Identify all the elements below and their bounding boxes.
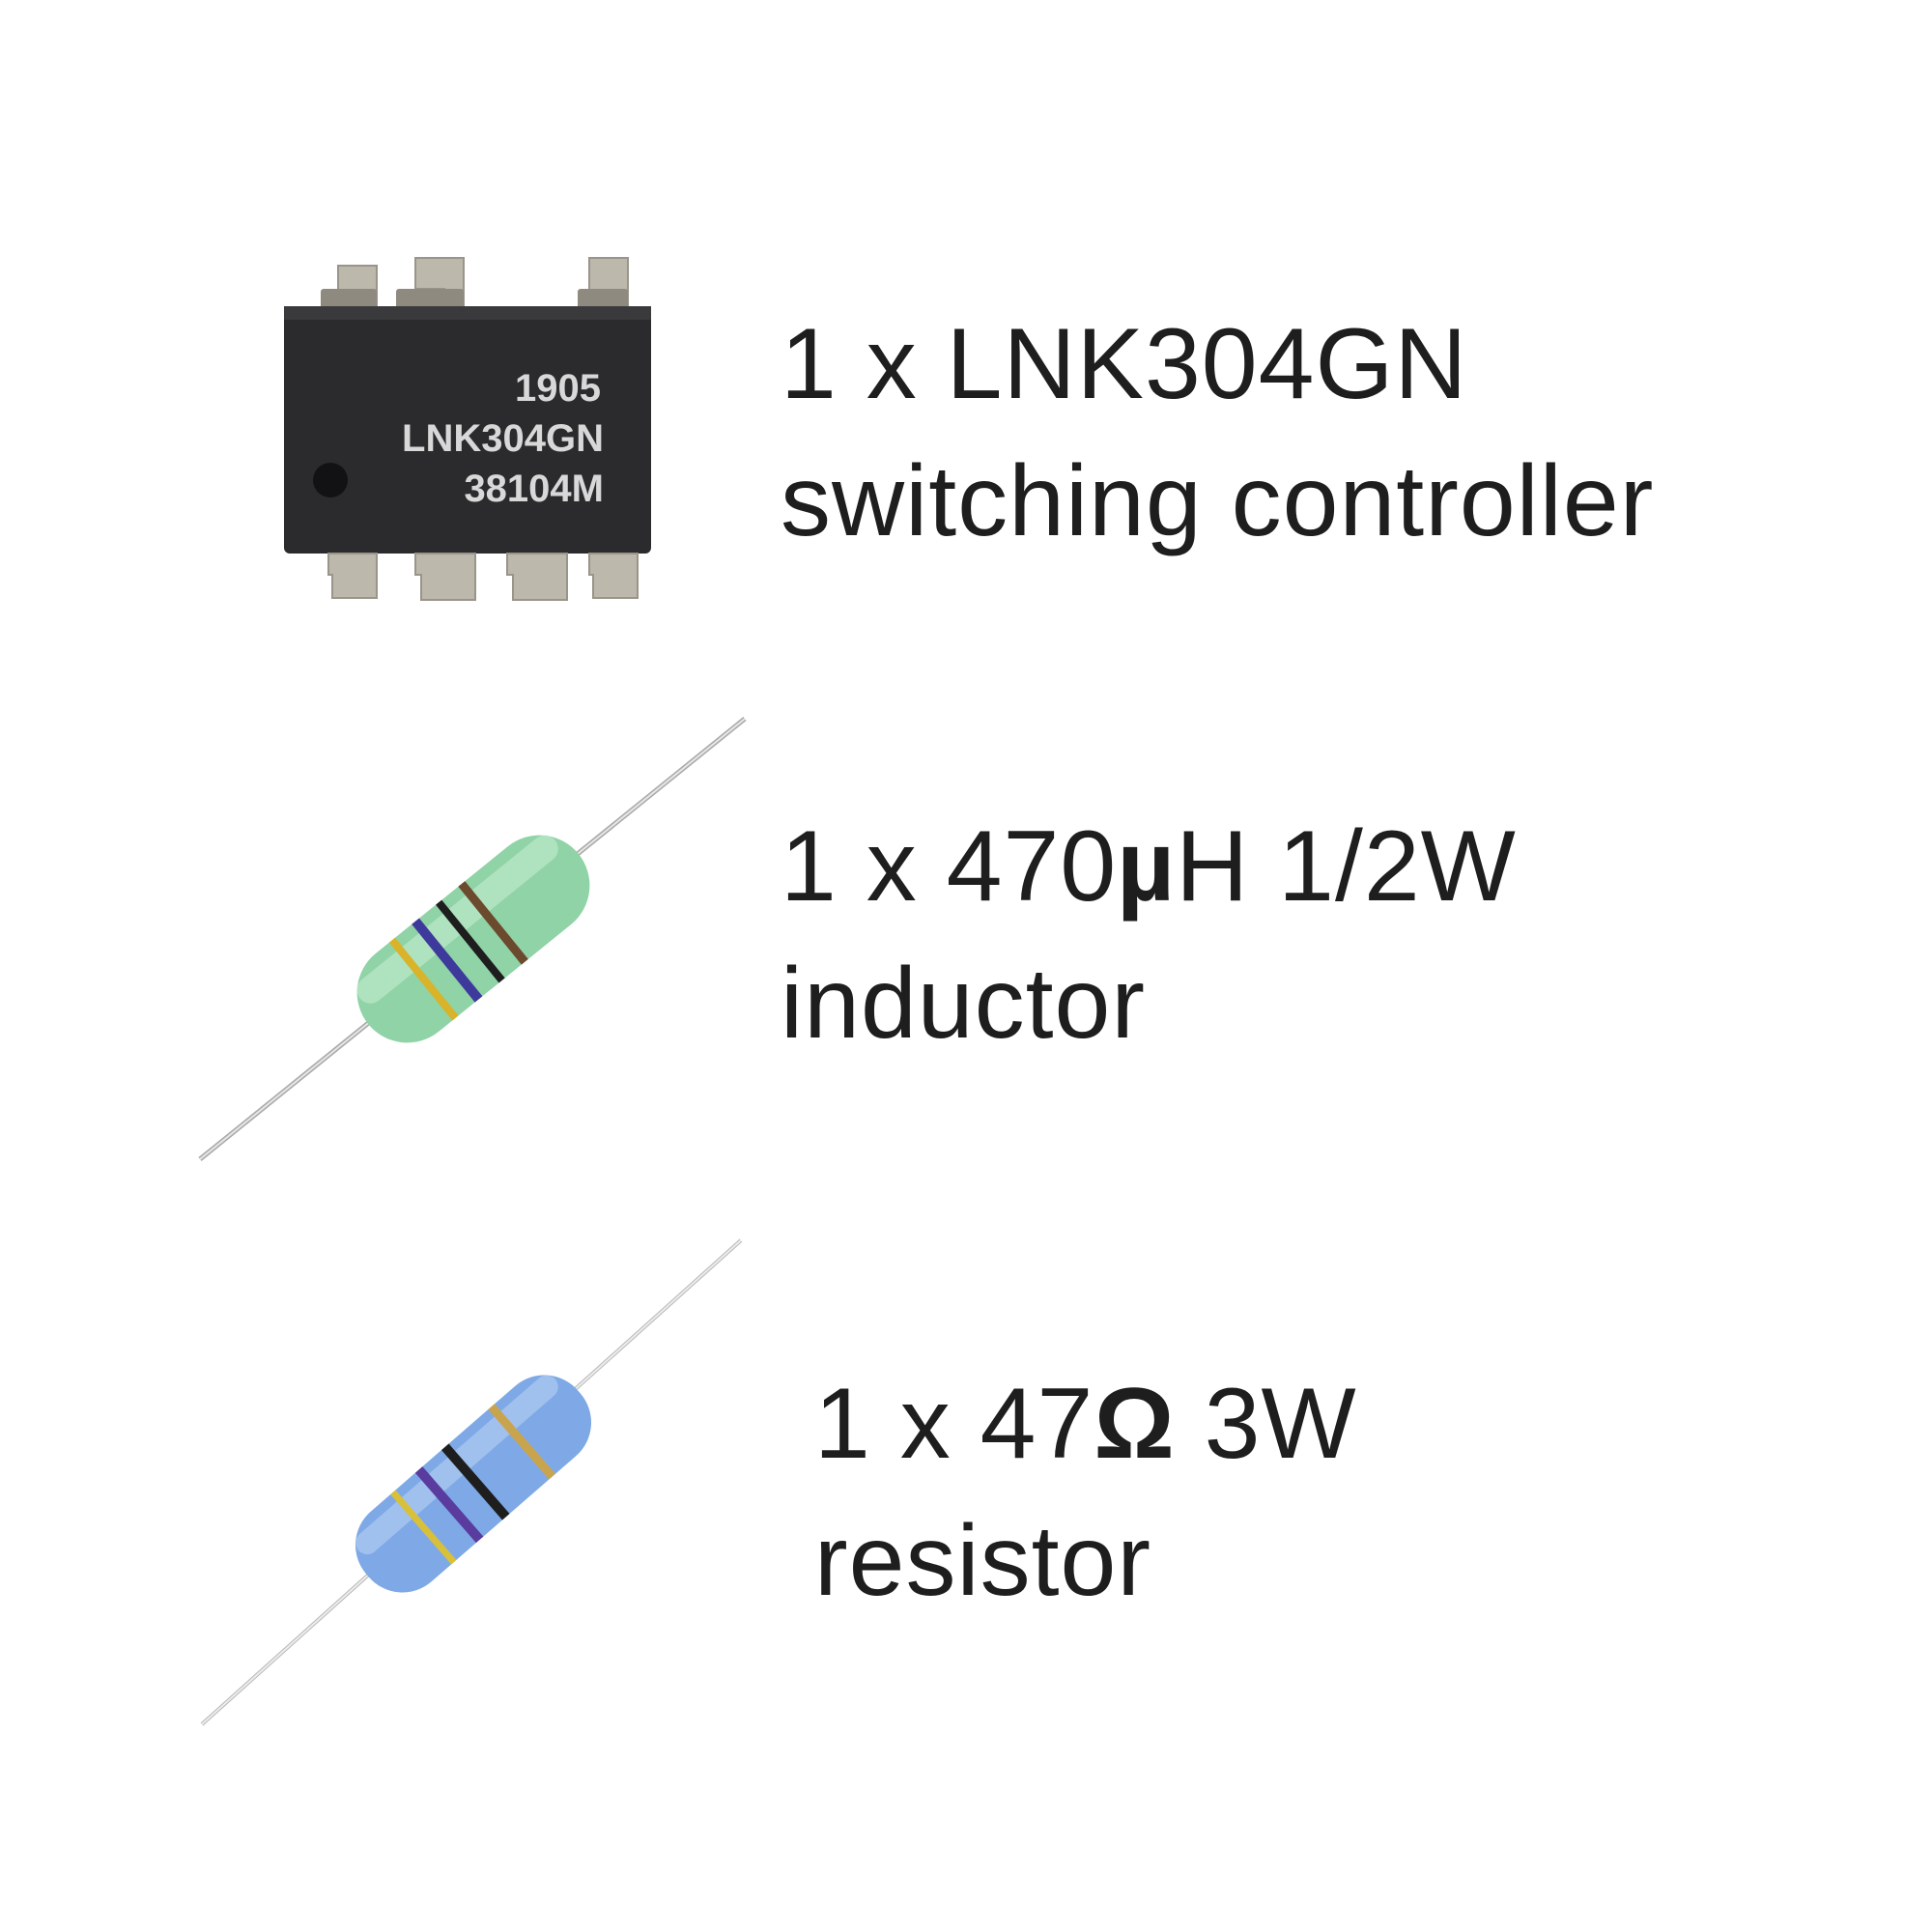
inductor-illustration [198,717,747,1161]
resistor-illustration [200,1238,743,1726]
inductor-band-brown [458,881,528,965]
controller-part-number: LNK304GN [946,308,1468,420]
resistor-band-yellow [390,1490,457,1565]
inductor-band-black [436,899,505,983]
inductor-quantity: 1 x [781,810,918,923]
controller-quantity: 1 x [781,308,918,420]
inductor-title: 1 x 470µH 1/2W [781,798,1517,935]
resistor-title: 1 x 47Ω 3W [814,1355,1357,1492]
component-row-controller: 1905 LNK304GN 38104M 1 x LNK304GN switch… [0,0,1932,628]
controller-caption: 1 x LNK304GN switching controller [781,296,1654,570]
ic-chip-illustration: 1905 LNK304GN 38104M [284,257,651,601]
inductor-description: inductor [781,948,1146,1060]
inductor-band-violet [412,918,483,1003]
resistor-value-number: 47 [980,1368,1094,1480]
resistor-caption: 1 x 47Ω 3W resistor [814,1355,1357,1630]
resistor-value-unit: Ω [1094,1368,1176,1480]
controller-description: switching controller [781,445,1655,557]
resistor-value: 47Ω [980,1368,1176,1480]
controller-title: 1 x LNK304GN [781,296,1654,433]
resistor-description: resistor [814,1505,1151,1617]
component-row-inductor: 1 x 470µH 1/2W inductor [0,676,1932,1217]
resistor-quantity: 1 x [814,1368,952,1480]
ic-marking-date: 1905 [515,367,601,410]
ic-pin1-dot [313,463,348,497]
ic-bottom-pins [327,553,639,601]
resistor-rating: 3W [1204,1368,1357,1480]
inductor-band-yellow [388,937,459,1021]
component-row-resistor: 1 x 47Ω 3W resistor [0,1236,1932,1758]
ic-body [284,306,651,554]
inductor-value: 470µH [947,810,1250,923]
inductor-caption: 1 x 470µH 1/2W inductor [781,798,1517,1072]
inductor-value-unit: H [1176,810,1250,923]
ic-marking-part: LNK304GN [402,417,604,460]
ic-marking-lot: 38104M [464,468,604,510]
resistor-band-gold [488,1404,556,1480]
inductor-value-prefix: µ [1117,810,1177,923]
resistor-band-black [440,1443,510,1520]
resistor-band-violet [414,1466,484,1544]
inductor-rating: 1/2W [1278,810,1517,923]
inductor-value-number: 470 [946,810,1118,923]
